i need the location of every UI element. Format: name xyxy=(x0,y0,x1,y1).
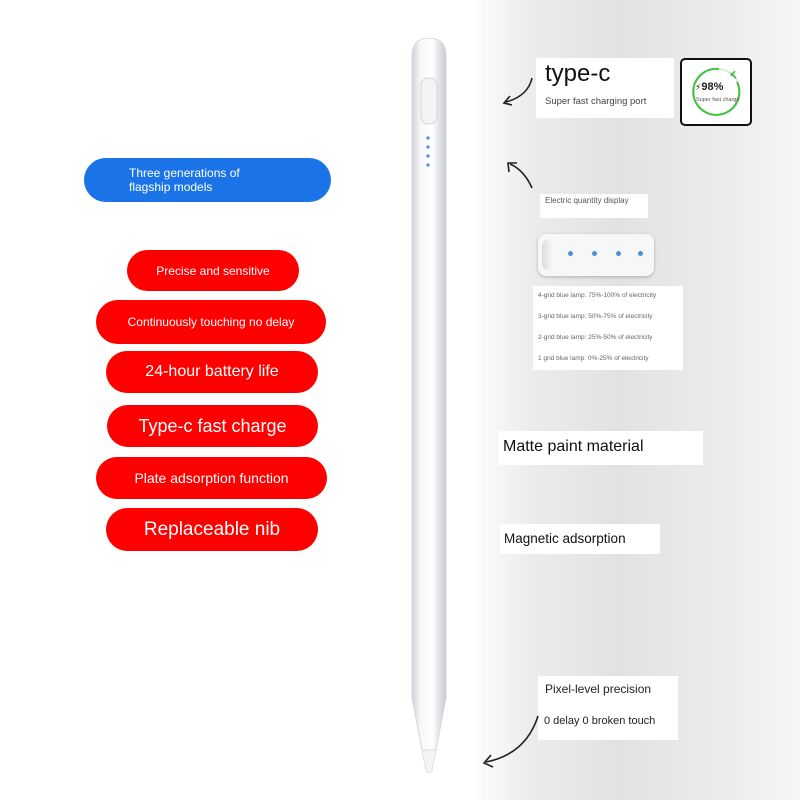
badge-label: Continuously touching no delay xyxy=(127,315,295,329)
zero-delay-label: 0 delay 0 broken touch xyxy=(544,715,656,727)
typec-subtitle: Super fast charging port xyxy=(545,96,647,107)
matte-card xyxy=(498,431,703,465)
lightning-icon: ⚡ xyxy=(695,82,702,92)
legend-card xyxy=(533,286,683,370)
backdrop-shadow xyxy=(470,0,800,800)
lamp-indicator-card xyxy=(538,234,654,276)
charge-percent: ⚡98% xyxy=(695,81,723,93)
pen-led-dot xyxy=(426,136,430,140)
pen-led-dot xyxy=(426,163,430,167)
badge-precise-sensitive: Precise and sensitive xyxy=(127,250,299,291)
badge-label: Precise and sensitive xyxy=(156,263,270,278)
charge-caption: Super fast charge xyxy=(696,97,740,103)
precision-card xyxy=(538,676,678,740)
pixel-precision-label: Pixel-level precision xyxy=(545,682,652,696)
charge-percent-value: 98% xyxy=(701,81,724,93)
legend-line-3: 3-grid blue lamp: 50%-75% of electricity xyxy=(538,313,653,320)
stylus-pen xyxy=(411,38,447,773)
badge-battery-life: 24-hour battery life xyxy=(106,351,318,393)
legend-line-4: 4-grid blue lamp: 75%-100% of electricit… xyxy=(538,292,657,299)
badge-no-delay: Continuously touching no delay xyxy=(96,300,326,344)
arrow-electric-icon xyxy=(507,162,533,189)
badge-label: Type-c fast charge xyxy=(138,415,287,436)
charge-ring-icon xyxy=(692,67,741,116)
electric-label: Electric quantity display xyxy=(545,196,629,205)
electric-card xyxy=(540,194,648,218)
pen-led-dot xyxy=(426,145,430,149)
badge-three-generations: Three generations of flagship models xyxy=(84,158,331,202)
badge-label: Three generations of flagship models xyxy=(129,166,240,194)
lamp-edge xyxy=(542,240,554,270)
charge-badge: ⚡98% Super fast charge xyxy=(680,58,752,126)
typec-title: type-c xyxy=(545,60,611,87)
badge-fast-charge: Type-c fast charge xyxy=(107,405,318,447)
lamp-dot xyxy=(638,251,643,256)
arrow-typec-icon xyxy=(502,77,533,106)
lamp-dot xyxy=(592,251,597,256)
badge-label: 24-hour battery life xyxy=(145,363,279,380)
badge-label: Replaceable nib xyxy=(143,518,281,540)
pen-button xyxy=(420,77,438,125)
matte-label: Matte paint material xyxy=(503,438,644,455)
magnetic-card xyxy=(500,524,660,554)
lamp-dot xyxy=(568,251,573,256)
legend-line-2: 2-grid blue lamp: 25%-50% of electricity xyxy=(538,334,653,341)
lamp-dot xyxy=(616,251,621,256)
badge-replaceable-nib: Replaceable nib xyxy=(106,508,318,551)
badge-label: Plate adsorption function xyxy=(134,470,289,486)
legend-line-1: 1 grid blue lamp: 0%-25% of electricity xyxy=(538,355,649,362)
typec-card xyxy=(536,58,674,118)
pen-led-dot xyxy=(426,154,430,158)
badge-plate-adsorption: Plate adsorption function xyxy=(96,457,327,499)
arrow-tip-icon xyxy=(482,715,539,768)
magnetic-label: Magnetic adsorption xyxy=(504,531,626,546)
